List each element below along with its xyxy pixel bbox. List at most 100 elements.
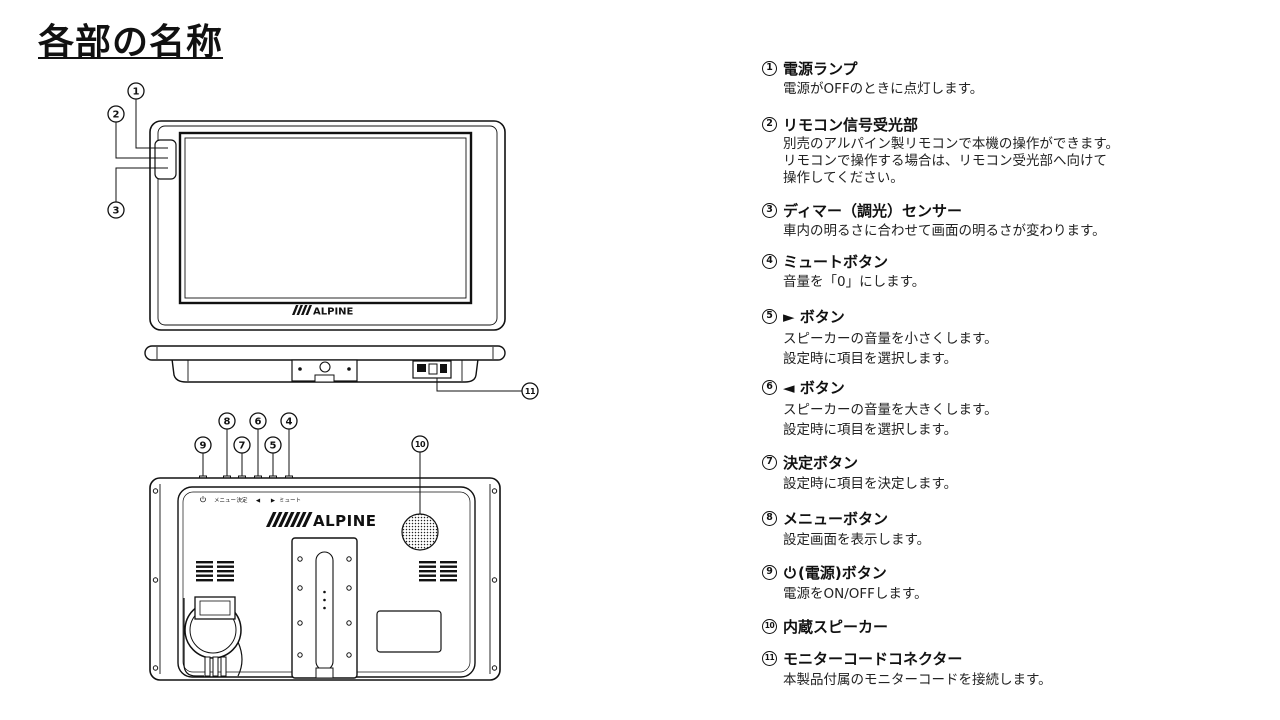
part-heading: 2 リモコン信号受光部 [762, 115, 1119, 134]
bottom-top-plate [144, 345, 506, 361]
callout-number: 5 [270, 441, 277, 452]
part-description: 別売のアルパイン製リモコンで本機の操作ができます。 リモコンで操作する場合は、リ… [783, 136, 1119, 187]
part-description: 電源がOFFのときに点灯します。 [783, 80, 983, 98]
part-name: (電源)ボタン [798, 563, 887, 582]
rear-button-labels: メニュー 決定 ◀ ▶ ミュート [200, 496, 301, 504]
part-number-badge: 7 [762, 454, 777, 470]
side-screws [152, 488, 498, 671]
part-number-badge: 4 [762, 253, 777, 269]
label-plate [376, 610, 442, 653]
callout-4: 4 [280, 412, 298, 476]
callout-6: 6 [249, 412, 267, 476]
part-name: ディマー（調光）センサー [783, 201, 962, 220]
description-line: 操作してください。 [783, 170, 904, 186]
part-description: スピーカーの音量を大きくします。 設定時に項目を選択します。 [783, 400, 998, 440]
part-heading: 9 (電源)ボタン [762, 563, 928, 582]
callout-2: 2 [107, 105, 168, 159]
mounting-bracket [291, 537, 358, 679]
description-line: スピーカーの音量を大きくします。 [783, 402, 998, 418]
front-bezel [157, 125, 498, 326]
callout-number: 11 [525, 387, 536, 396]
callout-10: 10 [411, 435, 429, 514]
callout-3: 3 [107, 167, 168, 219]
callout-number: 7 [239, 441, 246, 452]
enter-label: 決定 [236, 496, 248, 504]
part-item-5: 5 ► ボタン スピーカーの音量を小さくします。 設定時に項目を選択します。 [762, 307, 998, 369]
part-heading: 7 決定ボタン [762, 453, 957, 472]
part-item-6: 6 ◄ ボタン スピーカーの音量を大きくします。 設定時に項目を選択します。 [762, 378, 998, 440]
rear-view: メニュー 決定 ◀ ▶ ミュート ALPINE [149, 475, 501, 681]
part-item-11: 11 モニターコードコネクター 本製品付属のモニターコードを接続します。 [762, 649, 1052, 689]
description-line: 本製品付属のモニターコードを接続します。 [783, 672, 1052, 688]
part-name: 電源ランプ [783, 59, 858, 78]
screen-frame [178, 131, 473, 305]
part-name: ► ボタン [783, 307, 845, 326]
part-number-badge: 11 [762, 650, 777, 666]
part-description: 音量を「0」にします。 [783, 273, 925, 291]
part-heading: 4 ミュートボタン [762, 252, 925, 271]
callout-5: 5 [264, 436, 282, 476]
callout-number: 4 [286, 417, 293, 428]
right-arrow-label: ▶ [271, 498, 276, 504]
part-number-badge: 9 [762, 564, 777, 580]
callout-11: 11 [436, 378, 539, 400]
power-icon [200, 496, 206, 503]
part-description: 電源をON/OFFします。 [783, 585, 928, 603]
callout-number: 2 [113, 110, 120, 121]
front-logo: ALPINE [292, 305, 354, 318]
screen [184, 137, 467, 299]
rear-logo: ALPINE [266, 512, 376, 530]
sensor-window [154, 139, 177, 180]
part-heading: 1 電源ランプ [762, 59, 983, 78]
part-heading: 5 ► ボタン [762, 307, 998, 326]
part-name: ◄ ボタン [783, 378, 845, 397]
description-line: 音量を「0」にします。 [783, 274, 926, 290]
part-number-badge: 5 [762, 308, 777, 324]
page-title: 各部の名称 [38, 22, 224, 63]
bottom-view [144, 345, 506, 383]
part-heading: 11 モニターコードコネクター [762, 649, 1052, 668]
callout-1: 1 [127, 82, 168, 149]
front-body [149, 120, 506, 331]
callout-number: 6 [255, 417, 262, 428]
part-description: 車内の明るさに合わせて画面の明るさが変わります。 [783, 222, 1106, 240]
part-item-7: 7 決定ボタン 設定時に項目を決定します。 [762, 453, 957, 493]
stand-mount [291, 359, 358, 383]
callout-number: 1 [133, 87, 140, 98]
part-item-1: 1 電源ランプ 電源がOFFのときに点灯します。 [762, 59, 983, 98]
parts-diagram: ALPINE 1 2 3 [107, 82, 539, 681]
callout-number: 9 [200, 441, 207, 452]
part-heading: 6 ◄ ボタン [762, 378, 998, 397]
part-description: 設定時に項目を決定します。 [783, 475, 957, 493]
part-description: スピーカーの音量を小さくします。 設定時に項目を選択します。 [783, 329, 998, 369]
description-line: 設定時に項目を選択します。 [783, 422, 958, 438]
power-icon [784, 566, 796, 579]
part-number-badge: 10 [762, 618, 777, 634]
part-item-2: 2 リモコン信号受光部 別売のアルパイン製リモコンで本機の操作ができます。 リモ… [762, 115, 1119, 187]
monitor-cord-connector [412, 360, 452, 379]
part-number-badge: 6 [762, 379, 777, 395]
callout-8: 8 [218, 412, 236, 476]
part-name: メニューボタン [783, 509, 889, 528]
callout-number: 10 [415, 440, 426, 449]
part-item-10: 10 内蔵スピーカー [762, 617, 888, 636]
part-name: モニターコードコネクター [783, 649, 963, 668]
description-line: 電源がOFFのときに点灯します。 [783, 81, 984, 97]
part-name: ミュートボタン [783, 252, 889, 271]
mute-label: ミュート [279, 498, 301, 504]
part-item-4: 4 ミュートボタン 音量を「0」にします。 [762, 252, 925, 291]
description-line: リモコンで操作する場合は、リモコン受光部へ向けて [783, 153, 1107, 169]
description-line: 車内の明るさに合わせて画面の明るさが変わります。 [783, 223, 1106, 239]
security-lock [183, 596, 243, 677]
part-heading: 3 ディマー（調光）センサー [762, 201, 1106, 220]
right-vent [419, 561, 457, 582]
speaker-grille [401, 513, 439, 551]
callout-9: 9 [194, 436, 212, 476]
description-line: スピーカーの音量を小さくします。 [783, 331, 998, 347]
front-logo-text: ALPINE [313, 307, 354, 318]
callout-7: 7 [233, 436, 251, 476]
part-item-3: 3 ディマー（調光）センサー 車内の明るさに合わせて画面の明るさが変わります。 [762, 201, 1106, 240]
callout-number: 3 [113, 206, 120, 217]
description-line: 設定画面を表示します。 [783, 532, 931, 548]
part-number-badge: 2 [762, 116, 777, 132]
